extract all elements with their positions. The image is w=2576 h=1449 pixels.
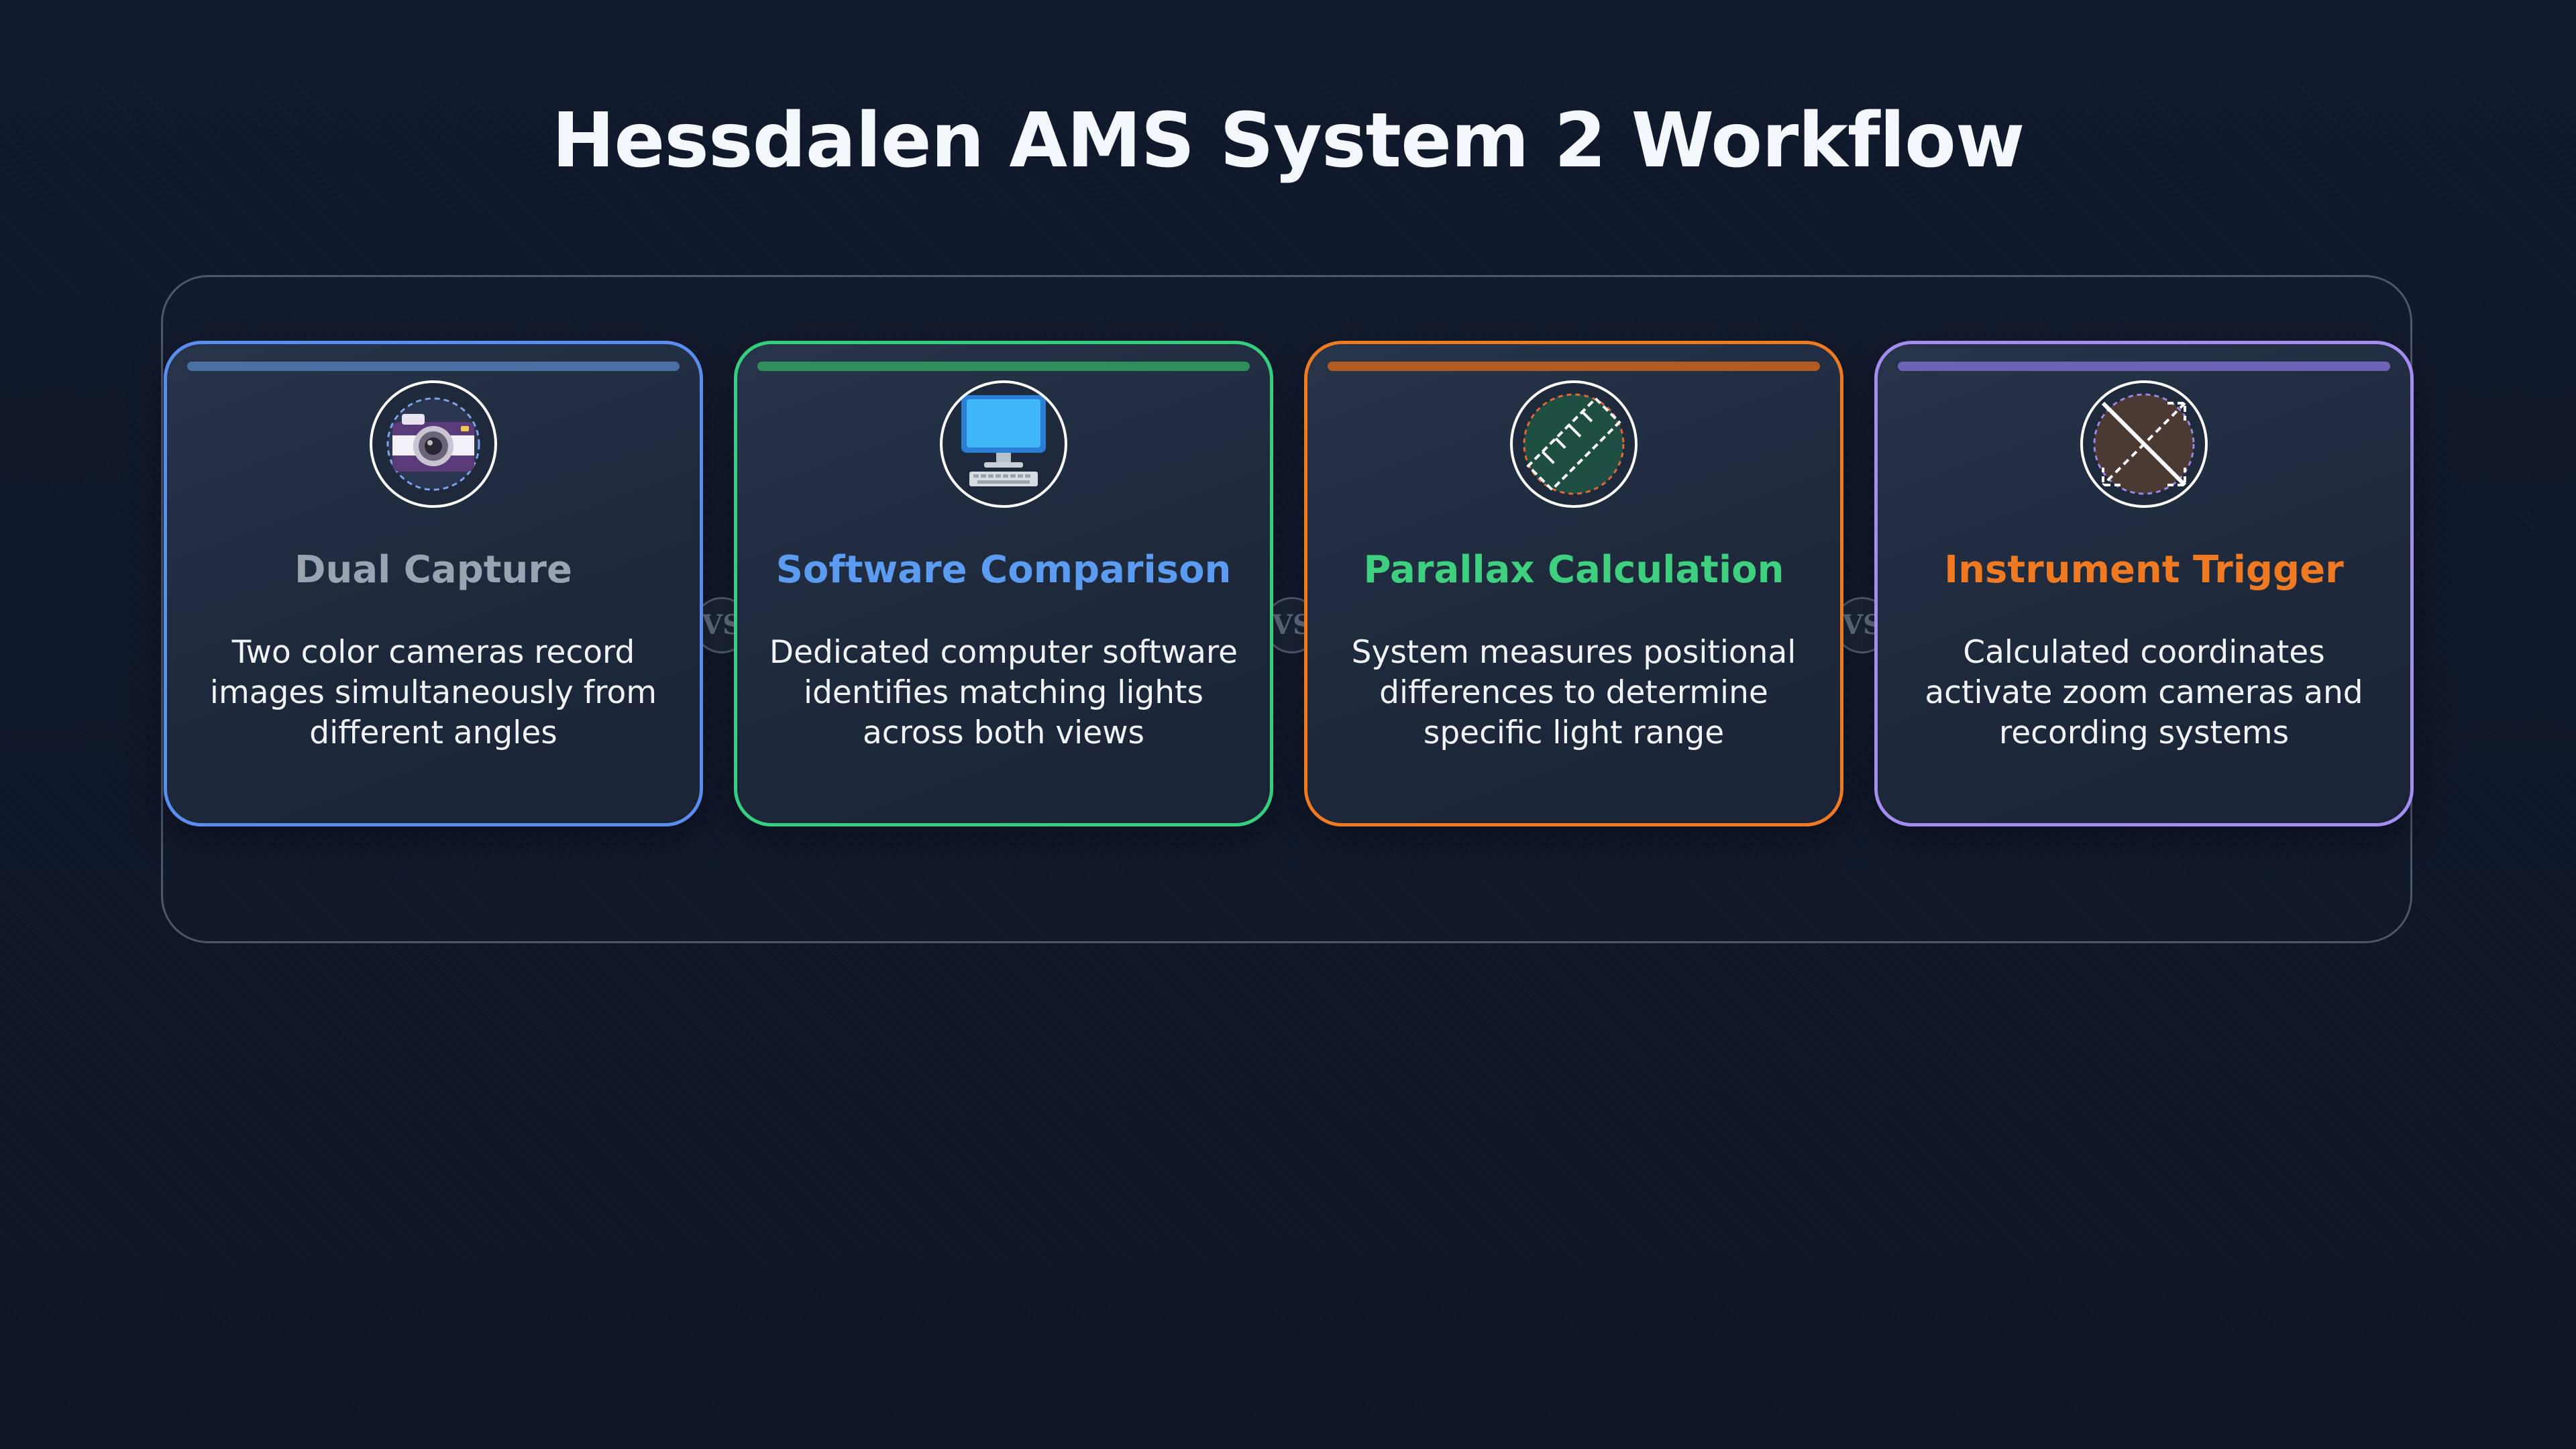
camera-icon bbox=[370, 380, 497, 508]
card-accent-bar bbox=[1898, 362, 2390, 371]
card-accent-bar bbox=[187, 362, 680, 371]
card-description: Calculated coordinates activate zoom cam… bbox=[1925, 634, 2363, 751]
card-description: System measures positional differences t… bbox=[1351, 634, 1796, 751]
card-title: Instrument Trigger bbox=[1944, 548, 2344, 592]
card-description: Two color cameras record images simultan… bbox=[209, 634, 657, 751]
page-title: Hessdalen AMS System 2 Workflow bbox=[551, 97, 2025, 184]
card-accent-bar bbox=[1328, 362, 1820, 371]
card-title: Dual Capture bbox=[294, 548, 573, 592]
step-card-parallax-calculation: Parallax Calculation System measures pos… bbox=[1304, 341, 1843, 826]
trigger-icon bbox=[2080, 380, 2208, 508]
computer-icon bbox=[940, 380, 1067, 508]
step-card-instrument-trigger: Instrument Trigger Calculated coordinate… bbox=[1874, 341, 2414, 826]
step-card-software-comparison: Software Comparison Dedicated computer s… bbox=[734, 341, 1273, 826]
card-title: Parallax Calculation bbox=[1363, 548, 1784, 592]
card-description: Dedicated computer software identifies m… bbox=[769, 634, 1238, 751]
ruler-icon bbox=[1510, 380, 1638, 508]
step-card-dual-capture: Dual Capture Two color cameras record im… bbox=[164, 341, 703, 826]
card-title: Software Comparison bbox=[775, 548, 1232, 592]
card-accent-bar bbox=[757, 362, 1250, 371]
